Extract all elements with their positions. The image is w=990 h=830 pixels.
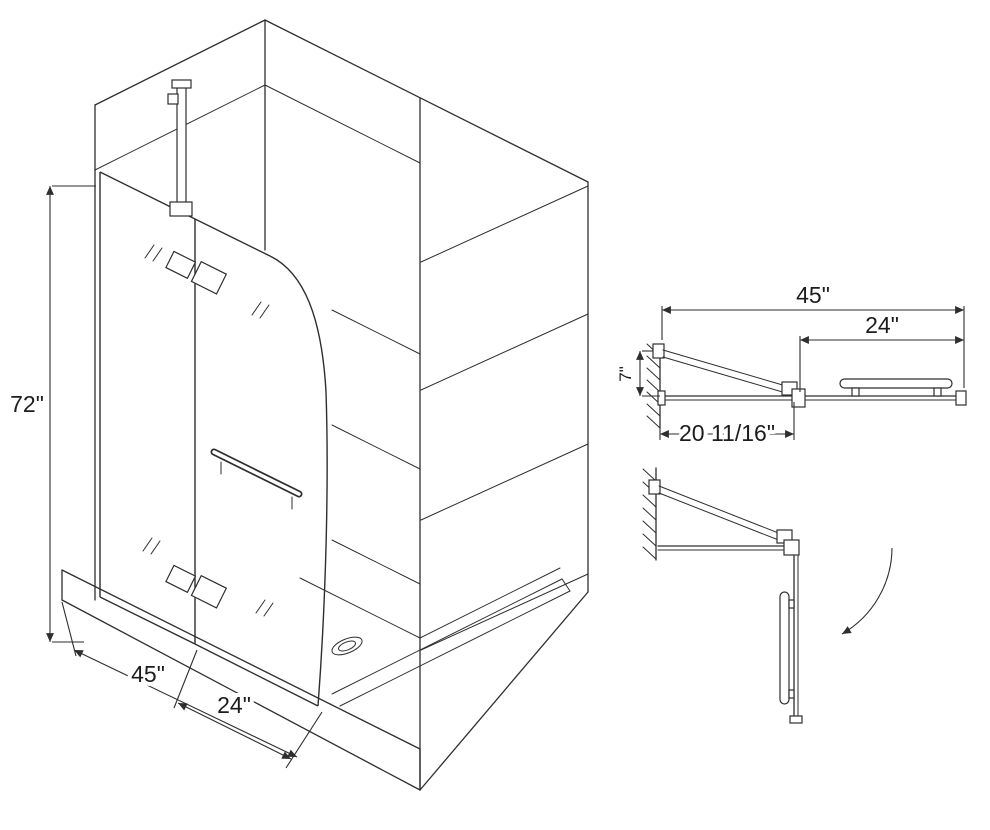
plan-view-closed: 45" 24" 20 11/16" 7" — [613, 278, 967, 450]
dimension-width: 45" — [61, 601, 323, 769]
towel-bar — [210, 448, 303, 510]
dimension-height: 72" — [6, 185, 96, 643]
support-bar-plan — [652, 343, 798, 396]
door-hinge-bottom — [165, 564, 228, 609]
swing-arrow-icon — [841, 547, 893, 635]
isometric-view: 72" 45" 24" — [6, 19, 589, 791]
door-width-label: 24" — [217, 692, 251, 718]
drain-icon — [331, 636, 363, 656]
plan-offset-label: 7" — [616, 366, 635, 382]
fixed-panel-plan — [657, 539, 800, 556]
wall-tile-lines — [299, 185, 589, 651]
plan-width-label: 45" — [796, 282, 830, 308]
plan-dimension-width: 45" — [661, 278, 965, 388]
glass-panel-plan — [657, 388, 967, 408]
open-door-plan — [779, 555, 803, 724]
plan-panel-label: 20 11/16" — [679, 420, 775, 446]
enclosure-walls — [94, 19, 589, 791]
towel-bar-plan — [839, 378, 953, 397]
width-label: 45" — [131, 661, 165, 687]
glass-shine-marks — [142, 244, 274, 617]
plan-dimension-panel: 20 11/16" — [659, 402, 795, 450]
plan-dimension-door: 24" — [799, 308, 964, 392]
height-label: 72" — [10, 391, 44, 417]
door-hinge-top — [165, 250, 228, 295]
dimension-door-width: 24" — [173, 649, 292, 760]
plan-view-open — [642, 467, 893, 724]
plan-door-label: 24" — [865, 312, 899, 338]
plan-dimension-offset: 7" — [613, 350, 660, 397]
support-post — [167, 79, 193, 217]
support-bar-plan — [648, 479, 793, 544]
